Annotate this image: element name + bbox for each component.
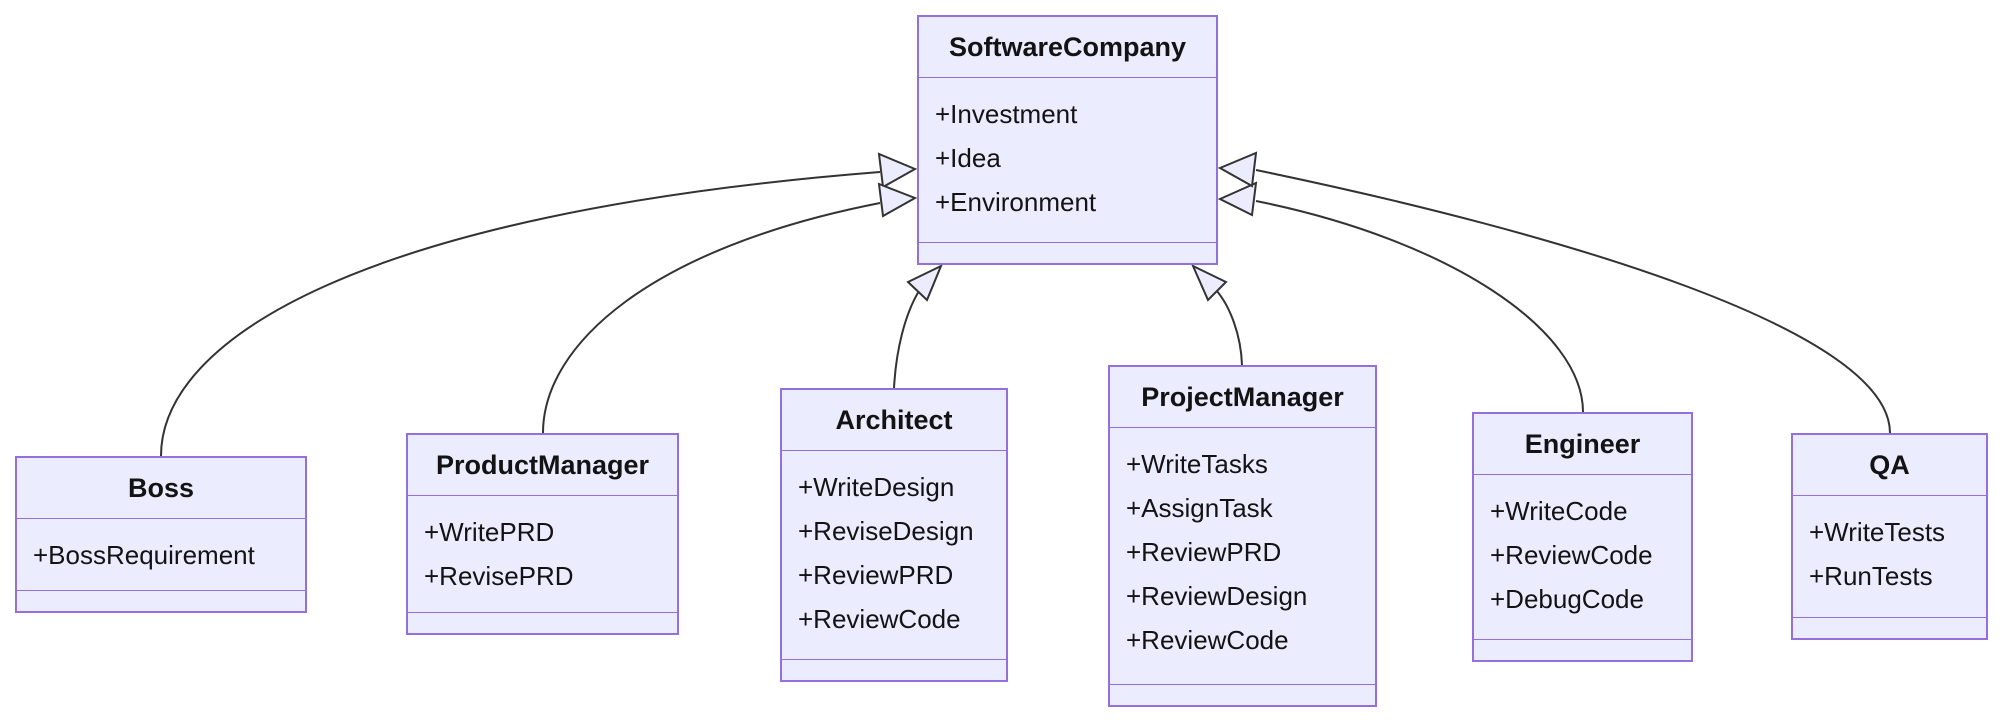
attributes-compartment: +WriteTests +RunTests (1793, 495, 1986, 617)
attributes-compartment: +WriteTasks +AssignTask +ReviewPRD +Revi… (1110, 427, 1375, 684)
class-attribute: +WriteCode (1490, 496, 1628, 526)
class-attribute: +ReviewCode (1126, 625, 1289, 655)
attributes-compartment: +WriteCode +ReviewCode +DebugCode (1474, 474, 1691, 639)
inheritance-edge-productmanager (542, 202, 881, 434)
class-box-boss: Boss +BossRequirement (15, 456, 307, 613)
class-title: Engineer (1524, 428, 1641, 459)
inheritance-arrowhead-icon (1217, 151, 1258, 188)
inheritance-arrowhead-icon (906, 263, 943, 302)
class-attribute: +ReviseDesign (798, 516, 974, 546)
inheritance-arrowhead-icon (877, 182, 918, 218)
class-attribute: +Idea (935, 143, 1001, 173)
class-box-projectmanager: ProjectManager +WriteTasks +AssignTask +… (1108, 365, 1377, 707)
inheritance-edge-boss (160, 171, 881, 457)
class-box-qa: QA +WriteTests +RunTests (1791, 433, 1988, 640)
class-attribute: +ReviewDesign (1126, 581, 1308, 611)
class-title: Boss (127, 472, 195, 503)
class-attribute: +AssignTask (1126, 493, 1273, 523)
class-attribute: +RevisePRD (424, 561, 574, 591)
class-attribute: +DebugCode (1490, 584, 1644, 614)
methods-compartment (17, 590, 305, 611)
class-box-architect: Architect +WriteDesign +ReviseDesign +Re… (780, 388, 1008, 682)
class-title: ProjectManager (1141, 381, 1344, 412)
class-box-softwarecompany: SoftwareCompany +Investment +Idea +Envir… (917, 15, 1218, 265)
attributes-compartment: +BossRequirement (17, 518, 305, 590)
methods-compartment (919, 242, 1216, 263)
methods-compartment (782, 659, 1006, 680)
inheritance-edge-qa (1255, 169, 1891, 434)
methods-compartment (1474, 639, 1691, 660)
class-attribute: +Environment (935, 187, 1097, 217)
class-attribute: +BossRequirement (33, 540, 255, 570)
class-attribute: +RunTests (1809, 561, 1933, 591)
attributes-compartment: +WritePRD +RevisePRD (408, 495, 677, 612)
class-title: QA (1869, 449, 1910, 480)
inheritance-edge-projectmanager (1215, 289, 1243, 366)
class-attribute: +WriteTests (1809, 517, 1946, 547)
inheritance-arrowhead-icon (1217, 181, 1258, 217)
class-attribute: +Investment (935, 99, 1078, 129)
class-attribute: +WriteTasks (1126, 449, 1268, 479)
attributes-compartment: +WriteDesign +ReviseDesign +ReviewPRD +R… (782, 450, 1006, 659)
methods-compartment (408, 612, 677, 633)
inheritance-arrowhead-icon (1190, 263, 1228, 302)
class-attribute: +ReviewPRD (798, 560, 954, 590)
inheritance-edge-engineer (1255, 200, 1584, 413)
class-title: SoftwareCompany (948, 31, 1187, 62)
class-box-productmanager: ProductManager +WritePRD +RevisePRD (406, 433, 679, 635)
class-title: ProductManager (435, 449, 650, 480)
class-attribute: +ReviewPRD (1126, 537, 1282, 567)
methods-compartment (1110, 684, 1375, 705)
class-title: Architect (835, 404, 953, 435)
class-attribute: +ReviewCode (1490, 540, 1653, 570)
class-box-engineer: Engineer +WriteCode +ReviewCode +DebugCo… (1472, 412, 1693, 662)
class-attribute: +WritePRD (424, 517, 555, 547)
class-attribute: +WriteDesign (798, 472, 955, 502)
attributes-compartment: +Investment +Idea +Environment (919, 77, 1216, 242)
inheritance-edge-architect (893, 290, 920, 389)
class-attribute: +ReviewCode (798, 604, 961, 634)
methods-compartment (1793, 617, 1986, 638)
inheritance-arrowhead-icon (877, 152, 918, 189)
